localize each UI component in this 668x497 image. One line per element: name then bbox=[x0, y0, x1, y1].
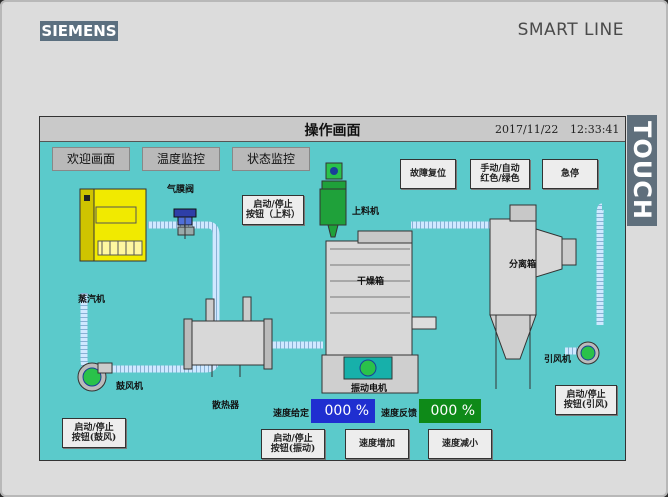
manual-auto-line2: 红色/绿色 bbox=[480, 174, 520, 184]
start-stop-vibration-line2: 按钮(振动) bbox=[270, 444, 316, 454]
steam-generator-label: 蒸汽机 bbox=[78, 295, 106, 305]
start-stop-blower-line2: 按钮(鼓风) bbox=[71, 433, 117, 443]
title-bar: 操作画面 2017/11/22 12:33:41 bbox=[40, 117, 625, 142]
speed-decrease-button[interactable]: 速度减小 bbox=[428, 429, 492, 459]
blower-fan-icon bbox=[77, 362, 113, 392]
pipe-steam-valve bbox=[110, 221, 220, 373]
start-stop-feed-line2: 按钮（上料） bbox=[245, 210, 300, 220]
page-title: 操作画面 bbox=[304, 123, 361, 139]
time-display: 12:33:41 bbox=[570, 123, 620, 136]
speed-feedback-label: 速度反馈 bbox=[381, 409, 418, 419]
start-stop-induced-line1: 启动/停止 bbox=[566, 390, 606, 400]
speed-setpoint-label: 速度给定 bbox=[273, 409, 310, 419]
start-stop-vibration-button[interactable]: 启动/停止 按钮(振动) bbox=[261, 429, 325, 459]
diaphragm-valve-label: 气膜阀 bbox=[167, 185, 195, 195]
speed-feedback-display: 000 % bbox=[419, 399, 481, 423]
start-stop-induced-button[interactable]: 启动/停止 按钮(引风) bbox=[555, 385, 617, 415]
feeder-icon bbox=[319, 162, 347, 238]
radiator-label: 散热器 bbox=[212, 401, 240, 411]
pipe-induced bbox=[596, 203, 605, 325]
separator-label: 分离箱 bbox=[509, 260, 537, 270]
start-stop-vibration-line1: 启动/停止 bbox=[273, 434, 313, 444]
process-diagram bbox=[77, 162, 605, 394]
start-stop-blower-line1: 启动/停止 bbox=[74, 423, 114, 433]
model-name: SMART LINE bbox=[517, 20, 624, 40]
start-stop-blower-button[interactable]: 启动/停止 按钮(鼓风) bbox=[62, 418, 126, 448]
radiator-icon bbox=[183, 296, 273, 377]
separator-icon bbox=[489, 204, 577, 389]
diaphragm-valve-icon bbox=[173, 208, 197, 239]
start-stop-feed-line1: 启动/停止 bbox=[253, 200, 293, 210]
brand-logo: SIEMENS bbox=[40, 21, 118, 41]
vibration-motor-icon bbox=[343, 356, 393, 380]
speed-setpoint-input[interactable]: 000 % bbox=[311, 399, 375, 423]
tab-welcome[interactable]: 欢迎画面 bbox=[52, 147, 130, 171]
hmi-screen: 操作画面 2017/11/22 12:33:41 欢迎画面 温度监控 状态监控 bbox=[39, 116, 626, 461]
feeder-label: 上料机 bbox=[352, 207, 380, 217]
blower-label: 鼓风机 bbox=[116, 382, 144, 392]
induced-fan-icon bbox=[576, 341, 600, 365]
steam-generator-icon bbox=[79, 188, 147, 262]
tab-status[interactable]: 状态监控 bbox=[232, 147, 310, 171]
induced-fan-label: 引风机 bbox=[544, 355, 572, 365]
start-stop-feed-button[interactable]: 启动/停止 按钮（上料） bbox=[242, 195, 304, 225]
speed-increase-button[interactable]: 速度增加 bbox=[345, 429, 409, 459]
manual-auto-line1: 手动/自动 bbox=[480, 164, 520, 174]
manual-auto-button[interactable]: 手动/自动 红色/绿色 bbox=[470, 159, 530, 189]
date-display: 2017/11/22 bbox=[495, 123, 559, 136]
start-stop-induced-line2: 按钮(引风) bbox=[563, 400, 609, 410]
vibration-motor-label: 振动电机 bbox=[351, 384, 388, 394]
emergency-stop-button[interactable]: 急停 bbox=[542, 159, 598, 189]
tab-temperature[interactable]: 温度监控 bbox=[142, 147, 220, 171]
fault-reset-button[interactable]: 故障复位 bbox=[400, 159, 456, 189]
dryer-label: 干燥箱 bbox=[357, 277, 385, 287]
touch-label: TOUCH bbox=[627, 115, 657, 226]
